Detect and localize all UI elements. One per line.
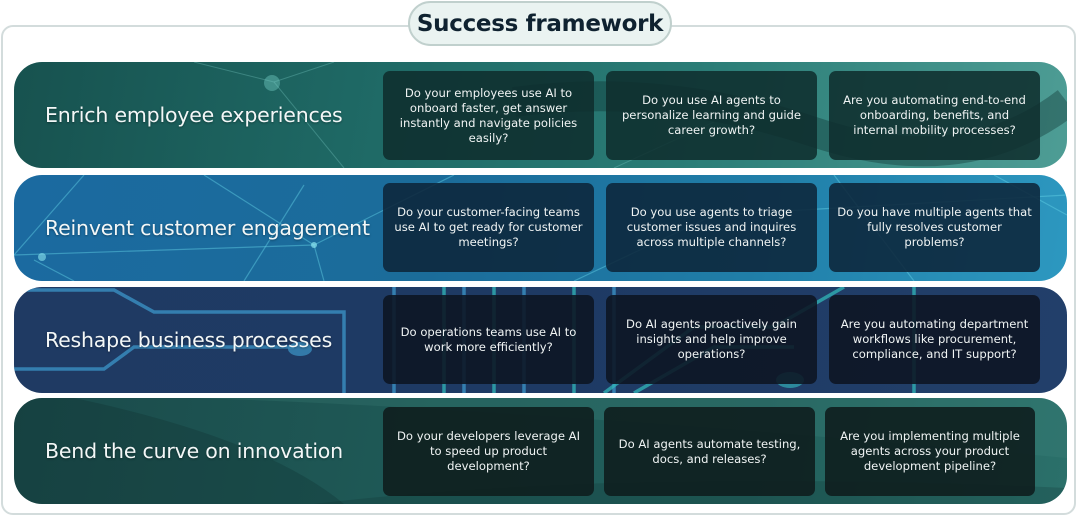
row-reshape-business-processes: Reshape business processes Do operations…	[14, 287, 1067, 393]
row-label: Enrich employee experiences	[45, 103, 343, 127]
question-card: Do you use AI agents to personalize lear…	[606, 71, 817, 160]
row-label: Bend the curve on innovation	[45, 439, 343, 463]
question-card: Do your employees use AI to onboard fast…	[383, 71, 594, 160]
question-card: Do you have multiple agents that fully r…	[829, 183, 1040, 272]
question-card: Do your developers leverage AI to speed …	[383, 407, 594, 496]
page-title: Success framework	[416, 10, 664, 37]
question-card: Are you implementing multiple agents acr…	[825, 407, 1035, 496]
title-pill: Success framework	[408, 1, 672, 46]
question-card: Do AI agents proactively gain insights a…	[606, 295, 817, 384]
row-enrich-employee-experiences: Enrich employee experiences Do your empl…	[14, 62, 1067, 168]
question-card: Do operations teams use AI to work more …	[383, 295, 594, 384]
question-card: Are you automating end-to-end onboarding…	[829, 71, 1040, 160]
row-label: Reshape business processes	[45, 328, 333, 352]
question-card: Are you automating department workflows …	[829, 295, 1040, 384]
question-card: Do you use agents to triage customer iss…	[606, 183, 817, 272]
row-label: Reinvent customer engagement	[45, 216, 370, 240]
row-bend-the-curve-on-innovation: Bend the curve on innovation Do your dev…	[14, 398, 1067, 504]
row-reinvent-customer-engagement: Reinvent customer engagement Do your cus…	[14, 175, 1067, 281]
question-card: Do AI agents automate testing, docs, and…	[604, 407, 815, 496]
network-background-graphic	[14, 175, 1067, 281]
question-card: Do your customer-facing teams use AI to …	[383, 183, 594, 272]
